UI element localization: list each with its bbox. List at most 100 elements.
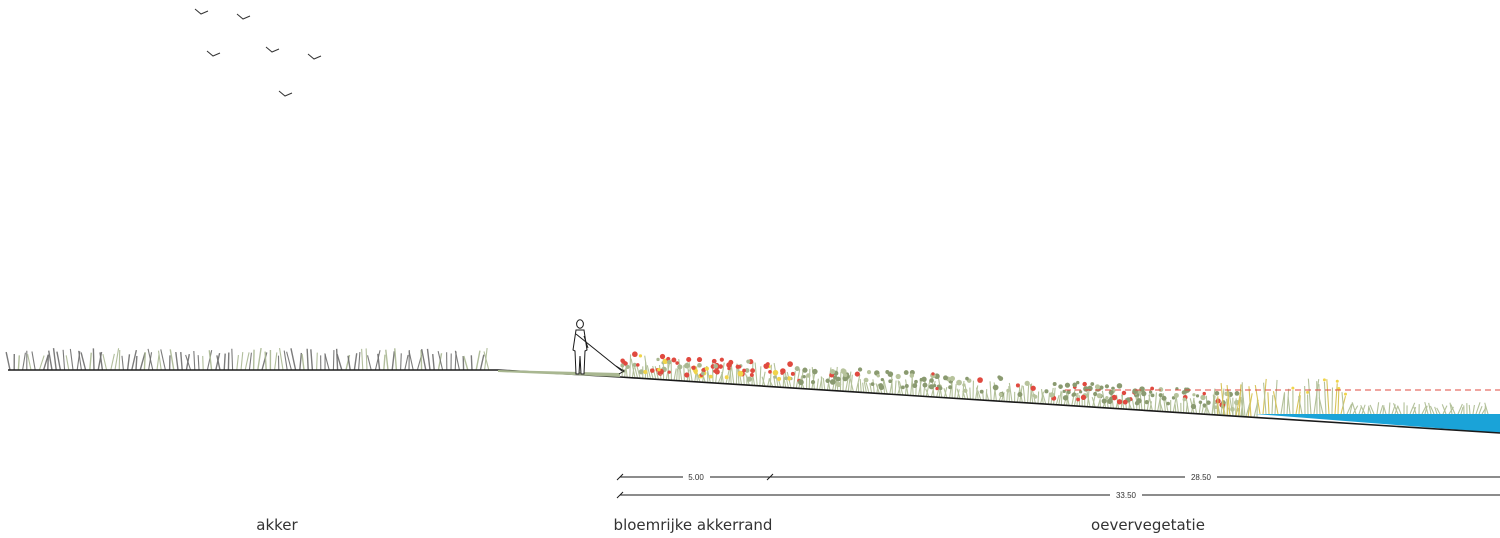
flower-dot	[1076, 397, 1080, 402]
reed-blade	[1220, 383, 1225, 416]
grass-blade	[883, 379, 888, 395]
grass-blade	[875, 383, 880, 394]
flower-dot	[1071, 393, 1076, 397]
dim-label-5: 5.00	[688, 473, 704, 482]
grass-blade	[676, 368, 679, 381]
grass-blade	[678, 359, 683, 382]
flower-dot	[697, 362, 702, 368]
flower-dot	[1104, 384, 1110, 389]
akker-crops	[5, 347, 490, 371]
grass-blade	[784, 372, 789, 388]
crop-stalk	[27, 354, 32, 371]
crop-stalk	[299, 352, 303, 371]
grass-blade	[1071, 388, 1076, 406]
flower-dot	[726, 362, 732, 368]
reed-blade	[1475, 402, 1481, 415]
flower-dot	[935, 386, 939, 391]
grass-blade	[891, 374, 893, 395]
crop-stalk	[148, 352, 153, 371]
crop-stalk	[135, 355, 138, 371]
crop-stalk	[394, 348, 398, 371]
reed-flower-dot	[1291, 386, 1295, 390]
crop-stalk	[236, 354, 239, 371]
grass-blade	[761, 371, 766, 387]
bird-icon	[265, 46, 280, 53]
crop-stalk	[76, 351, 81, 371]
reed-blade	[1334, 383, 1338, 415]
crop-stalk	[358, 352, 361, 371]
reed-blade	[1388, 402, 1391, 415]
reed-blade	[1346, 403, 1353, 415]
reed-flower-dot	[1343, 392, 1347, 396]
flower-dot	[962, 383, 966, 387]
crop-stalk	[454, 350, 460, 371]
grass-blade	[624, 368, 627, 378]
flower-dot	[667, 370, 671, 374]
grass-blade	[720, 362, 725, 384]
flower-dot	[656, 357, 660, 362]
flower-dot	[812, 368, 818, 375]
flower-dot	[825, 378, 830, 384]
crop-stalk	[479, 354, 485, 371]
crop-stalk	[283, 350, 288, 371]
reed-blade	[1361, 404, 1366, 415]
flower-dot	[691, 365, 696, 370]
crop-stalk	[286, 351, 292, 371]
dim-tick-mid-row1	[766, 473, 774, 481]
crop-stalk	[160, 349, 166, 371]
flower-dot	[895, 373, 901, 380]
crop-stalk	[437, 350, 444, 371]
flower-dot	[1083, 386, 1089, 392]
crop-stalk	[175, 351, 179, 371]
flower-dot	[1166, 401, 1171, 406]
grass-blade	[1060, 392, 1063, 406]
grass-blade	[1159, 400, 1164, 412]
reed-blade	[1318, 397, 1324, 415]
flower-dot	[857, 367, 863, 372]
grass-blade	[667, 361, 670, 381]
flower-dot	[840, 368, 846, 374]
grass-blade	[737, 367, 740, 385]
crop-stalk	[48, 350, 53, 371]
crop-stalk	[180, 352, 183, 371]
reed-blade	[1376, 402, 1380, 415]
grass-blade	[800, 369, 804, 389]
dim-tick-start-row1	[616, 473, 624, 481]
flower-dot	[1116, 399, 1123, 405]
reed-blade	[1413, 406, 1417, 415]
flower-dot	[904, 384, 909, 388]
flower-dot	[1206, 400, 1211, 405]
crop-stalk	[278, 347, 284, 371]
flower-dot	[1195, 394, 1200, 398]
flower-dot	[806, 373, 811, 378]
reed-blade	[1484, 402, 1489, 415]
flower-dot	[780, 371, 784, 375]
grass-blade	[862, 382, 865, 393]
flower-dot	[1116, 383, 1123, 389]
grass-blade	[759, 366, 762, 386]
flower-dot	[1024, 380, 1030, 386]
grass-blade	[646, 365, 652, 380]
flower-dot	[829, 379, 836, 385]
grass-blade	[1006, 392, 1008, 402]
flower-dot	[949, 375, 956, 382]
flower-dot	[1150, 386, 1155, 391]
grass-blade	[1146, 390, 1152, 411]
flower-dot	[1173, 392, 1179, 398]
flower-dot	[1090, 382, 1095, 386]
crop-stalk	[475, 350, 481, 371]
flower-dot	[798, 379, 804, 386]
flower-dot	[1190, 403, 1197, 410]
flower-dot	[1202, 391, 1206, 396]
reed-blade	[1227, 389, 1234, 417]
grass-blade	[1157, 394, 1162, 412]
flower-dot	[866, 370, 872, 375]
reed-blade	[1397, 406, 1402, 415]
grass-blade	[717, 373, 723, 384]
reed-blade	[1412, 406, 1417, 415]
reed-blade	[1460, 406, 1464, 415]
flower-dot	[977, 377, 983, 383]
crop-stalk	[156, 354, 160, 371]
crop-stalk	[118, 350, 121, 371]
crop-stalk	[463, 355, 469, 371]
